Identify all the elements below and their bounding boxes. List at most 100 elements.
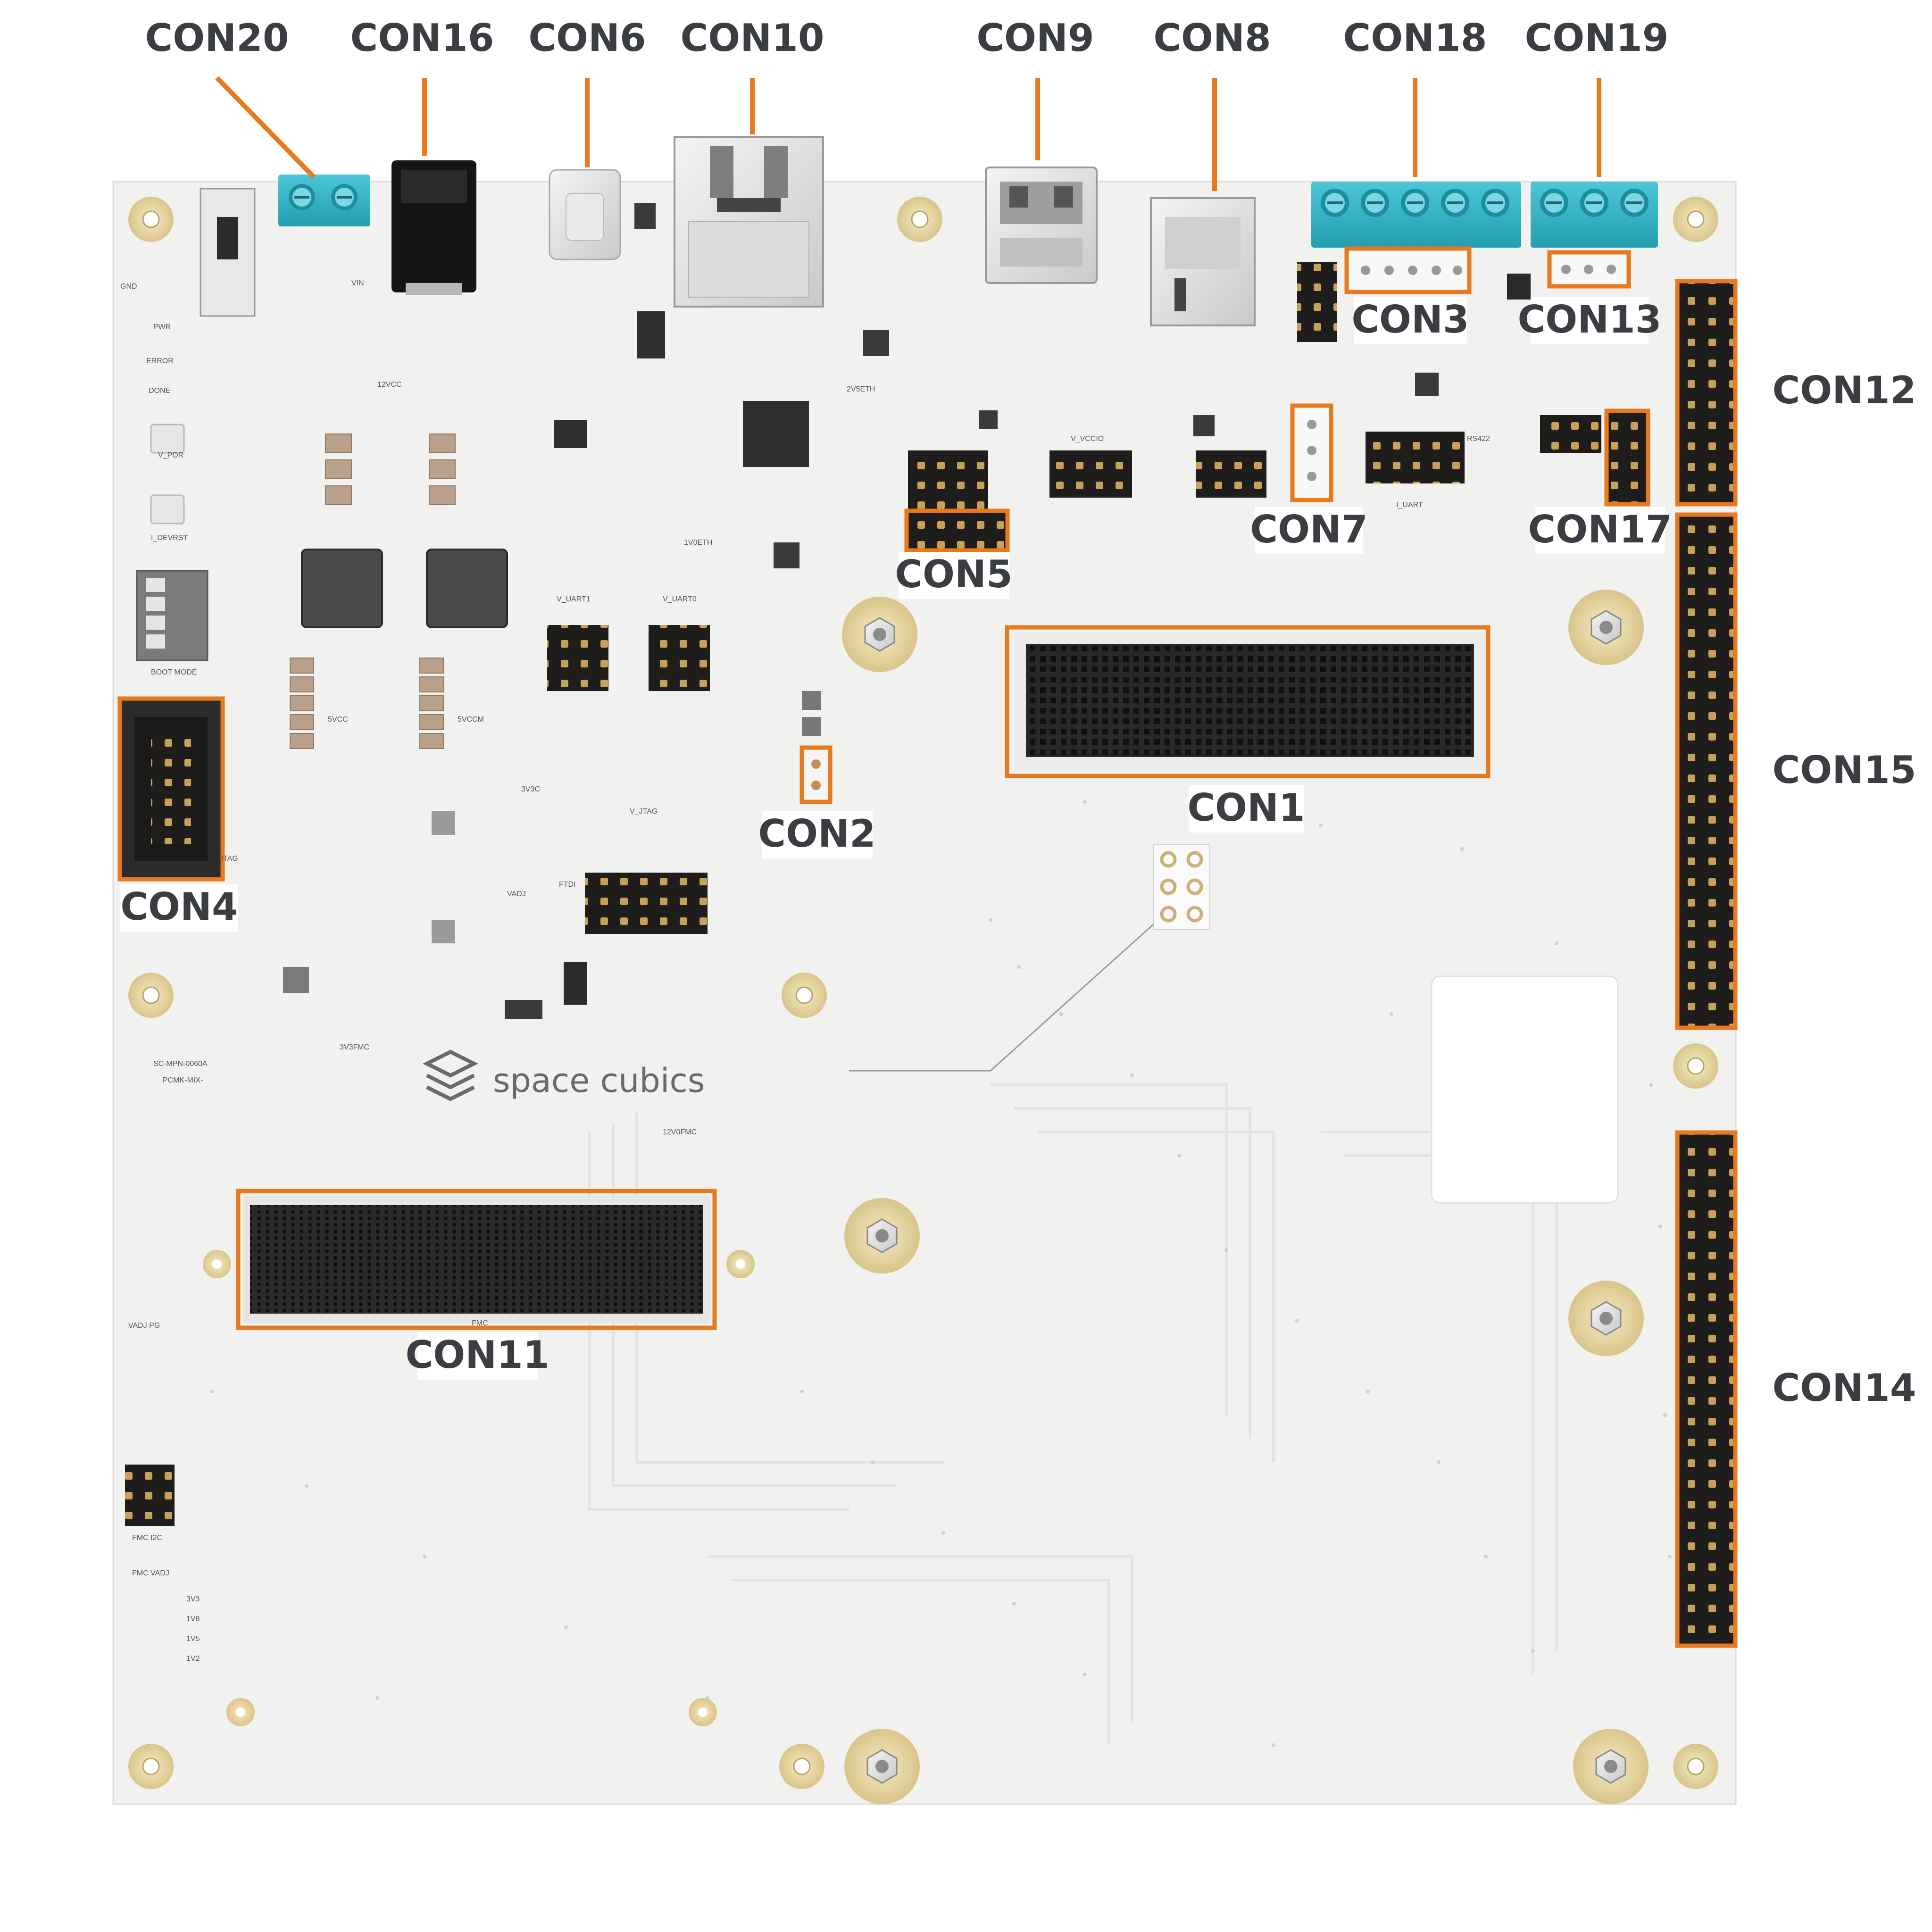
pcb-mark: PCMK-MIX- (163, 1076, 203, 1084)
label-con3: CON3 (1351, 298, 1469, 341)
con8-microsd-slot (1150, 197, 1256, 326)
mount-hole (128, 973, 174, 1018)
con9-usb-a (985, 167, 1098, 284)
standoff (1568, 590, 1644, 665)
label-con17: CON17 (1528, 508, 1672, 551)
silk-rs422: RS422 (1467, 435, 1490, 443)
con17-highlight (1604, 408, 1650, 507)
silk-done: DONE (149, 387, 170, 395)
mount-hole-small (689, 1698, 717, 1726)
silk-jtag: JTAG (219, 855, 238, 863)
con11-connector (236, 1189, 717, 1330)
con10-rj45-jack (674, 136, 824, 308)
mount-hole (1673, 1744, 1718, 1789)
silk-fmc-i2c: FMC I2C (132, 1534, 162, 1542)
con2-highlight (799, 745, 833, 804)
con13-highlight (1547, 250, 1631, 289)
con1-highlight (1005, 625, 1491, 778)
standoff (844, 1198, 920, 1274)
con4-highlight (117, 696, 225, 882)
push-buttons (150, 424, 185, 525)
mount-hole (1673, 1043, 1718, 1089)
standoff (844, 1729, 920, 1804)
con6-usb-c (549, 169, 656, 260)
con1-connector (1005, 625, 1491, 778)
silk-3v3: 3V3 (186, 1595, 200, 1603)
label-con9: CON9 (976, 16, 1094, 60)
silk-vin: VIN (351, 279, 364, 287)
label-con20: CON20 (145, 16, 289, 60)
con4-connector (117, 696, 225, 882)
silk-vadj-pg: VADJ PG (128, 1322, 160, 1330)
label-con1: CON1 (1187, 786, 1305, 830)
label-con6: CON6 (528, 16, 646, 60)
silk-v-vccio: V_VCCIO (1071, 435, 1104, 443)
con3-highlight (1344, 246, 1472, 294)
silk-1v8: 1V8 (186, 1615, 200, 1623)
mount-hole-small (226, 1698, 255, 1726)
silk-pwr: PWR (153, 323, 171, 331)
label-con5: CON5 (895, 552, 1012, 596)
label-con12: CON12 (1773, 368, 1916, 412)
silk-2v5eth: 2V5ETH (847, 385, 875, 393)
label-con8: CON8 (1153, 16, 1271, 60)
silk-5vcc: 5VCC (328, 716, 348, 724)
power-switch (200, 188, 256, 317)
con14-highlight (1675, 1130, 1738, 1648)
silk-12v0fmc: 12V0FMC (663, 1128, 697, 1136)
label-con15: CON15 (1773, 748, 1916, 792)
con7-header (1290, 403, 1333, 502)
mount-hole (779, 1744, 824, 1789)
mount-hole (128, 197, 174, 242)
con12-highlight (1675, 279, 1738, 507)
con17-header (1604, 408, 1650, 507)
logo: space cubics (423, 1049, 705, 1101)
misc-headers (125, 262, 1601, 1526)
capacitors (290, 433, 456, 749)
logo-text: space cubics (493, 1061, 705, 1100)
inductors (301, 549, 508, 628)
silk-v-por: V_POR (158, 451, 183, 459)
silk-fmc-vadj: FMC VADJ (132, 1569, 169, 1577)
leader-lines (215, 76, 1601, 191)
label-con14: CON14 (1773, 1366, 1916, 1410)
silk-ftdi: FTDI (559, 881, 576, 889)
boot-mode-dip-switch (136, 570, 208, 661)
via-cluster (849, 844, 1210, 1072)
con11-highlight (236, 1189, 717, 1330)
silk-v-jtag: V_JTAG (630, 808, 658, 816)
con13-header (1547, 250, 1631, 289)
vias (210, 800, 1672, 1771)
con5-header (904, 508, 1010, 553)
con12-header (1675, 279, 1738, 507)
mount-hole (897, 197, 942, 242)
label-con19: CON19 (1525, 16, 1669, 60)
con15-highlight (1675, 512, 1738, 1030)
silk-v-uart0: V_UART0 (663, 595, 697, 603)
label-con7: CON7 (1250, 508, 1367, 551)
con5-highlight (904, 508, 1010, 553)
label-con18: CON18 (1343, 16, 1487, 60)
con18-terminal-block (1311, 182, 1521, 248)
label-con2: CON2 (758, 812, 875, 856)
label-area (1431, 975, 1619, 1204)
standoff (1573, 1729, 1649, 1804)
con14-header (1675, 1130, 1738, 1648)
silkscreen: space cubics SC-MPN-0060A PCMK-MIX- VIN … (120, 279, 1490, 1663)
mount-hole-small (203, 1250, 231, 1278)
silk-5vccm: 5VCCM (458, 716, 484, 724)
standoff (842, 597, 917, 672)
silk-gnd: GND (120, 283, 137, 291)
silk-3v3c: 3V3C (521, 785, 540, 793)
standoff (1568, 1281, 1644, 1356)
part-number: SC-MPN-0060A (153, 1060, 208, 1068)
silk-3v3fmc: 3V3FMC (340, 1043, 369, 1051)
label-con13: CON13 (1518, 298, 1662, 341)
silk-i-uart: I_UART (1396, 501, 1423, 509)
con15-header (1675, 512, 1738, 1030)
mounting-holes (128, 197, 1718, 1789)
con19-terminal-block (1531, 182, 1658, 248)
silk-12vcc: 12VCC (377, 381, 402, 389)
mount-hole (1673, 197, 1718, 242)
